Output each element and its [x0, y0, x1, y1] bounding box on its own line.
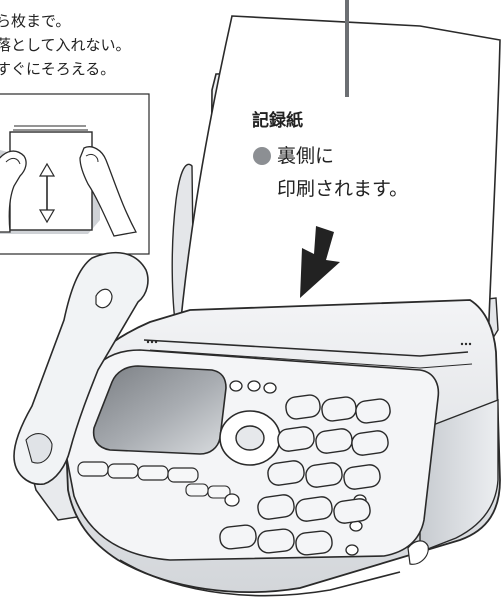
instruction-line-3: すぐにそろえる。 [0, 60, 116, 78]
lcd-display [92, 365, 227, 455]
callout-bullet-icon [253, 147, 271, 165]
keypad [219, 394, 391, 556]
callout-line-1: 裏側に [277, 145, 335, 167]
paper-stacking-inset [0, 93, 150, 255]
right-hand [79, 146, 137, 237]
up-down-arrow-icon [38, 162, 56, 224]
down-arrow-icon [300, 226, 340, 298]
callout-title: 記録紙 [252, 111, 303, 131]
callout-line-2: 印刷されます。 [277, 178, 409, 200]
fax-machine [13, 0, 501, 597]
instruction-line-1: ら枚まで。 [0, 12, 71, 30]
handset [13, 251, 149, 485]
left-hand [0, 150, 27, 233]
display-buttons [77, 461, 199, 483]
navigation-ring [219, 410, 281, 466]
instruction-line-2: 落として入れない。 [0, 36, 131, 54]
